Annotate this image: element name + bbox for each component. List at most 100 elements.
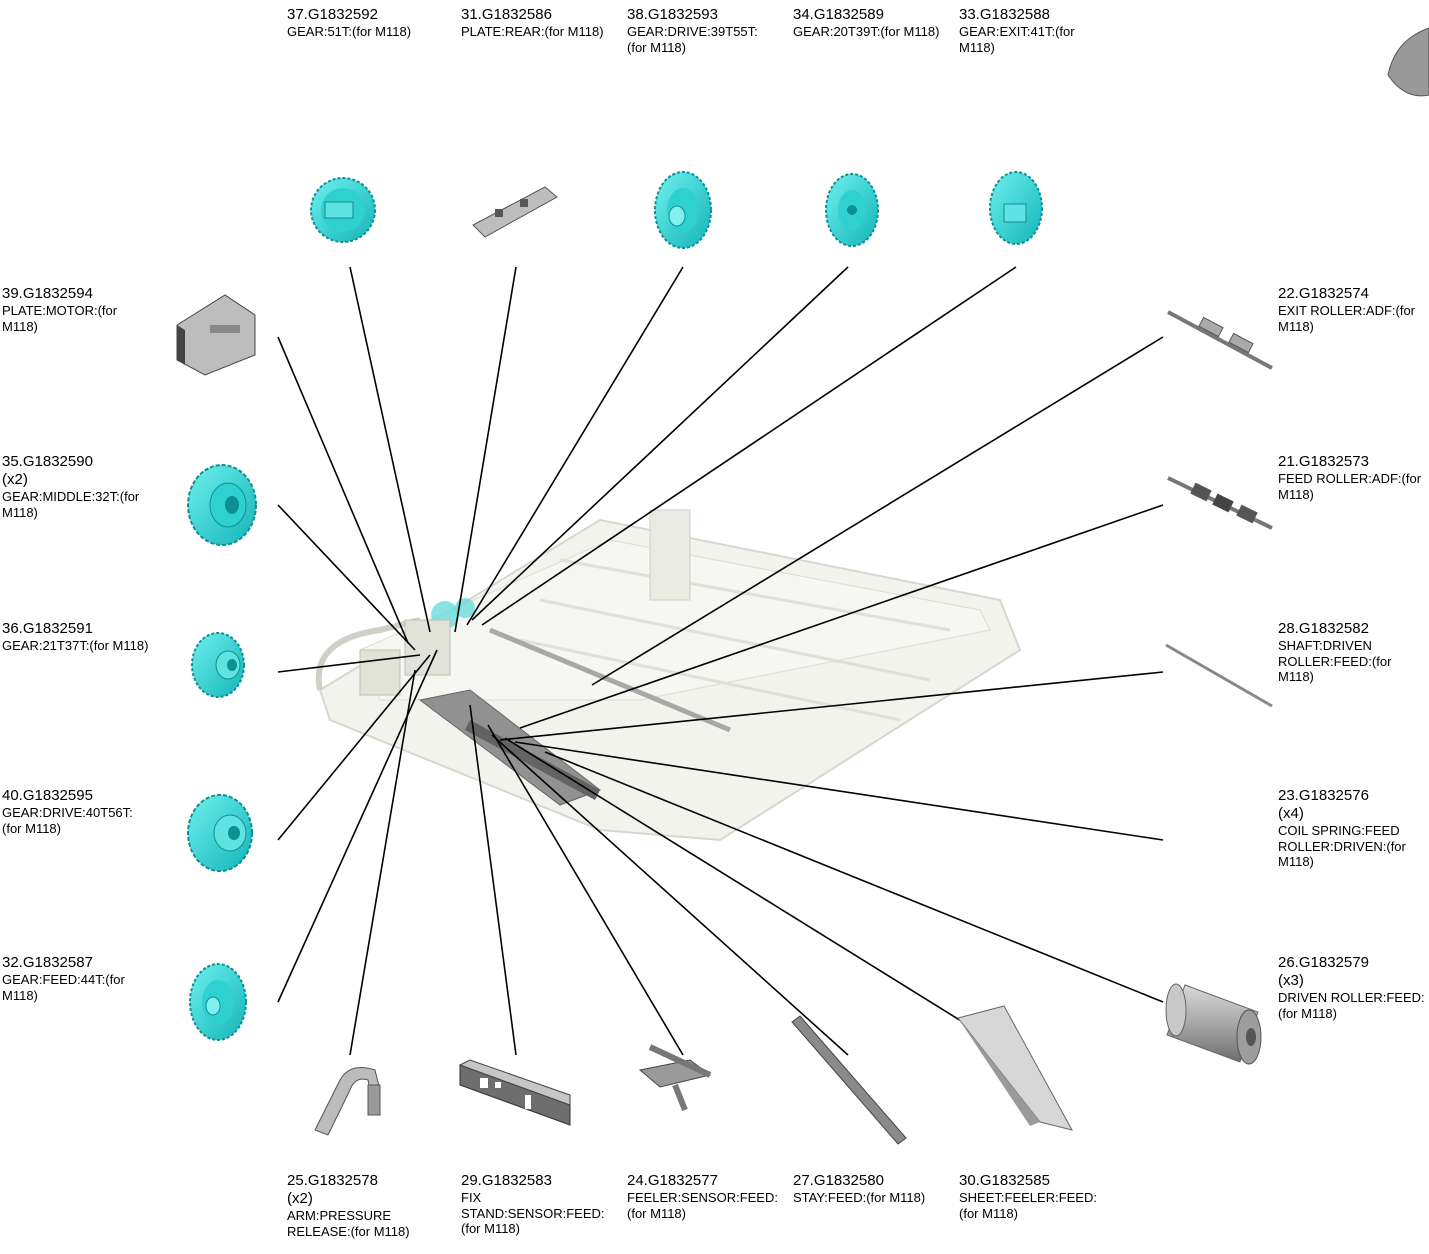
gear-feed-44t-image [189,963,247,1041]
driven-roller-feed-image [1165,983,1262,1065]
label-part-27: 27.G1832580 STAY:FEED:(for M118) [793,1172,943,1206]
leader-36 [277,654,421,673]
gear-drive-40t56t-image [187,794,253,872]
part-description: GEAR:FEED:44T:(for M118) [2,972,125,1003]
part-number: 29.G1832583 [461,1172,552,1189]
label-part-24: 24.G1832577 FEELER:SENSOR:FEED:(for M118… [627,1172,778,1221]
label-part-32: 32.G1832587 GEAR:FEED:44T:(for M118) [2,954,152,1003]
part-number: 30.G1832585 [959,1172,1050,1189]
leader-39 [277,336,409,644]
part-number: 28.G1832582 [1278,620,1369,637]
part-number: 27.G1832580 [793,1172,884,1189]
fix-stand-sensor-feed-image [458,1059,571,1126]
gear-drive-39t55t-image [654,171,712,249]
leader-35 [277,504,416,651]
part-number: 36.G1832591 [2,620,93,637]
leader-lines [277,266,1164,1056]
part-quantity: (x2) [2,471,28,488]
part-number: 26.G1832579 [1278,954,1369,971]
leader-26 [544,751,1164,1003]
part-description: GEAR:DRIVE:40T56T:(for M118) [2,805,133,836]
part-number: 38.G1832593 [627,6,718,23]
part-number: 32.G1832587 [2,954,93,971]
part-number: 21.G1832573 [1278,453,1369,470]
label-part-26: 26.G1832579 (x3) DRIVEN ROLLER:FEED:(for… [1278,954,1428,1021]
leader-40 [277,654,431,841]
leader-22 [591,336,1164,686]
plate-motor-image [176,294,256,376]
part-description: EXIT ROLLER:ADF:(for M118) [1278,303,1416,334]
part-description: PLATE:REAR:(for M118) [461,24,604,39]
feeler-sensor-feed-image [638,1044,712,1112]
gear-exit-41t-image [989,171,1043,245]
gear-21t37t-image [191,632,245,698]
sheet-feeler-feed-image [957,1005,1073,1131]
leader-31 [454,266,517,633]
part-number: 25.G1832578 [287,1172,378,1189]
leader-38 [466,266,684,626]
label-part-34: 34.G1832589 GEAR:20T39T:(for M118) [793,6,943,40]
part-number: 39.G1832594 [2,285,93,302]
part-number: 37.G1832592 [287,6,378,23]
part-number: 35.G1832590 [2,453,93,470]
gear-51t-image [310,177,376,243]
plate-rear-image [472,186,558,238]
partial-component-fragment [1387,27,1429,97]
label-part-33: 33.G1832588 GEAR:EXIT:41T:(for M118) [959,6,1109,55]
part-description: GEAR:20T39T:(for M118) [793,24,940,39]
part-description: PLATE:MOTOR:(for M118) [2,303,118,334]
leader-32 [277,649,438,1003]
part-number: 22.G1832574 [1278,285,1369,302]
label-part-36: 36.G1832591 GEAR:21T37T:(for M118) [2,620,152,654]
part-quantity: (x3) [1278,972,1304,989]
leader-34 [471,266,849,621]
stay-feed-image [791,1015,907,1145]
gear-middle-32t-image [187,464,257,546]
part-number: 34.G1832589 [793,6,884,23]
part-description: FEELER:SENSOR:FEED:(for M118) [627,1190,778,1221]
label-part-22: 22.G1832574 EXIT ROLLER:ADF:(for M118) [1278,285,1428,334]
label-part-23: 23.G1832576 (x4) COIL SPRING:FEED ROLLER… [1278,787,1428,870]
part-description: SHAFT:DRIVEN ROLLER:FEED:(for M118) [1278,638,1392,685]
label-part-40: 40.G1832595 GEAR:DRIVE:40T56T:(for M118) [2,787,152,836]
part-number: 24.G1832577 [627,1172,718,1189]
leader-24 [487,724,684,1056]
arm-pressure-release-image [314,1067,381,1136]
part-description: FIX STAND:SENSOR:FEED:(for M118) [461,1190,605,1237]
label-part-31: 31.G1832586 PLATE:REAR:(for M118) [461,6,611,40]
gear-20t39t-image [825,173,879,247]
leader-30 [504,737,1017,1056]
label-part-39: 39.G1832594 PLATE:MOTOR:(for M118) [2,285,152,334]
part-description: GEAR:EXIT:41T:(for M118) [959,24,1075,55]
part-number: 33.G1832588 [959,6,1050,23]
part-quantity: (x4) [1278,805,1304,822]
part-description: STAY:FEED:(for M118) [793,1190,926,1205]
label-part-25: 25.G1832578 (x2) ARM:PRESSURE RELEASE:(f… [287,1172,437,1239]
part-description: COIL SPRING:FEED ROLLER:DRIVEN:(for M118… [1278,823,1406,870]
leader-33 [481,266,1017,626]
shaft-driven-roller-feed-image [1165,643,1273,708]
adf-assembly [315,509,1022,842]
part-description: GEAR:21T37T:(for M118) [2,638,149,653]
label-part-29: 29.G1832583 FIX STAND:SENSOR:FEED:(for M… [461,1172,611,1237]
leader-21 [519,504,1164,729]
part-number: 23.G1832576 [1278,787,1369,804]
leader-29 [469,704,517,1056]
leader-37 [349,266,431,633]
part-description: GEAR:MIDDLE:32T:(for M118) [2,489,140,520]
part-description: GEAR:DRIVE:39T55T:(for M118) [627,24,758,55]
label-part-37: 37.G1832592 GEAR:51T:(for M118) [287,6,437,40]
leader-28 [499,671,1164,741]
label-part-28: 28.G1832582 SHAFT:DRIVEN ROLLER:FEED:(fo… [1278,620,1428,685]
leader-27 [491,734,849,1056]
part-number: 40.G1832595 [2,787,93,804]
leader-25 [349,669,416,1056]
label-part-21: 21.G1832573 FEED ROLLER:ADF:(for M118) [1278,453,1428,502]
part-description: FEED ROLLER:ADF:(for M118) [1278,471,1422,502]
leader-23 [514,741,1164,841]
label-part-30: 30.G1832585 SHEET:FEELER:FEED:(for M118) [959,1172,1109,1221]
exit-roller-adf-image [1167,310,1273,370]
feed-roller-adf-image [1167,476,1273,530]
part-number: 31.G1832586 [461,6,552,23]
